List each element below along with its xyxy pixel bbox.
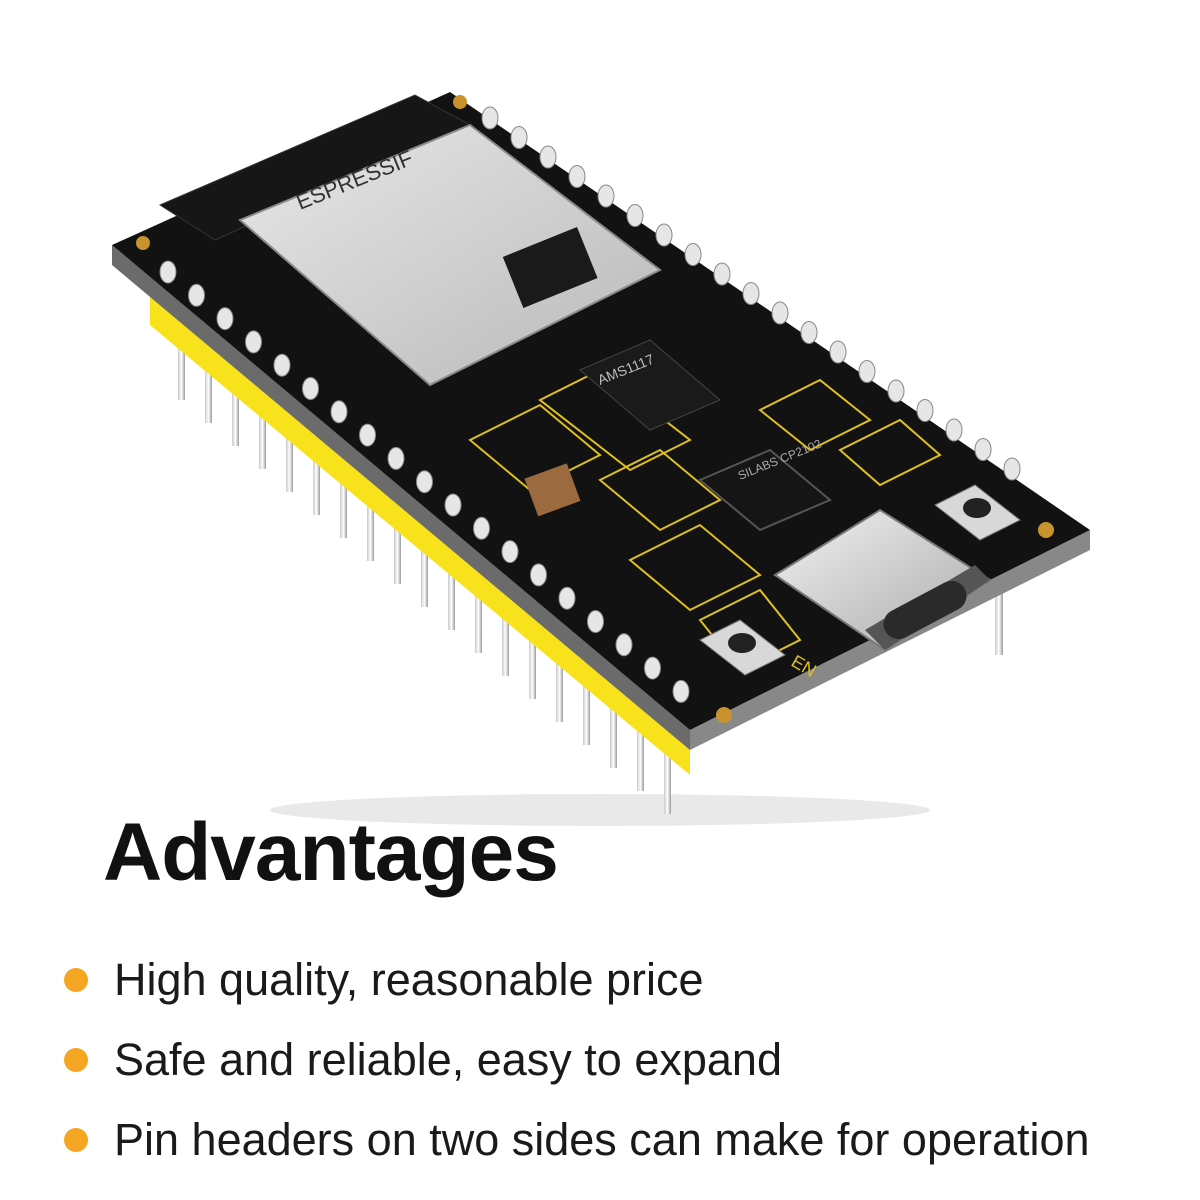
pin-leg xyxy=(529,629,536,699)
feature-item: High quality, reasonable price xyxy=(64,940,1090,1020)
header-pin xyxy=(587,610,604,633)
header-pin xyxy=(568,165,586,188)
header-pin xyxy=(672,679,690,703)
header-pin xyxy=(626,204,644,227)
header-pin xyxy=(539,145,557,169)
header-pin xyxy=(245,330,262,354)
pin-leg xyxy=(313,445,320,515)
header-pin xyxy=(159,260,177,284)
header-pin xyxy=(558,586,576,610)
pin-leg xyxy=(340,468,347,538)
bullet-dot-icon xyxy=(64,1048,88,1072)
pin-leg xyxy=(664,744,671,814)
header-pin xyxy=(655,223,673,247)
header-pin xyxy=(530,563,547,587)
header-pin xyxy=(887,379,905,403)
advantages-heading: Advantages xyxy=(103,807,559,898)
feature-text: Pin headers on two sides can make for op… xyxy=(114,1114,1090,1165)
pin-leg xyxy=(394,514,401,584)
header-pin xyxy=(473,516,490,540)
right-pin-row xyxy=(481,106,1021,481)
left-pin-legs xyxy=(178,330,671,814)
header-pin xyxy=(302,377,319,400)
pin-leg xyxy=(178,330,185,400)
bullet-dot-icon xyxy=(64,968,88,992)
feature-text: High quality, reasonable price xyxy=(114,954,704,1005)
header-pin xyxy=(615,633,633,657)
mount-hole xyxy=(716,707,732,723)
header-pin xyxy=(644,656,661,680)
header-pin xyxy=(273,353,291,377)
feature-item: Pin headers on two sides can make for op… xyxy=(64,1100,1090,1180)
header-pin xyxy=(742,282,760,305)
header-pin xyxy=(713,262,731,286)
header-pin xyxy=(188,283,205,307)
pin-leg xyxy=(556,652,563,722)
header-pin xyxy=(771,301,789,325)
feature-item: Safe and reliable, easy to expand xyxy=(64,1020,1090,1100)
right-pin-leg xyxy=(995,560,1003,655)
pin-leg xyxy=(637,721,644,791)
bullet-dot-icon xyxy=(64,1128,88,1152)
left-pin-row xyxy=(159,260,690,703)
usb-c-port xyxy=(773,508,992,652)
yellow-header-left xyxy=(150,290,690,775)
header-pin xyxy=(858,360,876,383)
boot-button xyxy=(934,484,1021,541)
header-pin xyxy=(444,493,462,517)
header-pin xyxy=(387,446,405,470)
header-pin xyxy=(597,184,615,208)
header-pin xyxy=(330,400,348,424)
header-pin xyxy=(974,438,992,461)
mount-hole xyxy=(136,236,150,250)
pin-leg xyxy=(367,491,374,561)
pcb-edge xyxy=(112,245,690,750)
feature-text: Safe and reliable, easy to expand xyxy=(114,1034,782,1085)
header-pin xyxy=(416,470,433,494)
pin-leg xyxy=(259,399,266,469)
esp32-board-photo: ESPRESSIF AMS1117 SILABS CP2102 EN xyxy=(112,92,1090,826)
pin-leg xyxy=(205,353,212,423)
header-pin xyxy=(916,399,934,422)
voltage-regulator xyxy=(579,339,721,431)
pin-leg xyxy=(421,537,428,607)
usb-uart-chip xyxy=(698,448,832,532)
pin-leg xyxy=(475,583,482,653)
header-pin xyxy=(829,340,847,364)
header-pin xyxy=(1003,457,1021,481)
mount-hole xyxy=(453,95,467,109)
capacitor xyxy=(524,463,581,517)
header-pin xyxy=(481,106,499,130)
header-pin xyxy=(510,126,528,149)
pin-leg xyxy=(286,422,293,492)
esp32-module-shield xyxy=(238,123,662,387)
pin-leg xyxy=(502,606,509,676)
header-pin xyxy=(359,423,376,447)
board-shadow xyxy=(270,794,930,826)
pin-leg xyxy=(232,376,239,446)
header-pin xyxy=(800,321,818,344)
header-pin xyxy=(216,307,234,331)
header-pin xyxy=(945,418,963,442)
feature-list: High quality, reasonable price Safe and … xyxy=(64,940,1090,1180)
reset-button xyxy=(699,619,786,676)
qr-code xyxy=(502,226,598,308)
pin-leg xyxy=(448,560,455,630)
header-pin xyxy=(501,540,519,564)
mount-hole xyxy=(1038,522,1054,538)
pin-leg xyxy=(583,675,590,745)
pin-leg xyxy=(610,698,617,768)
header-pin xyxy=(684,243,702,266)
